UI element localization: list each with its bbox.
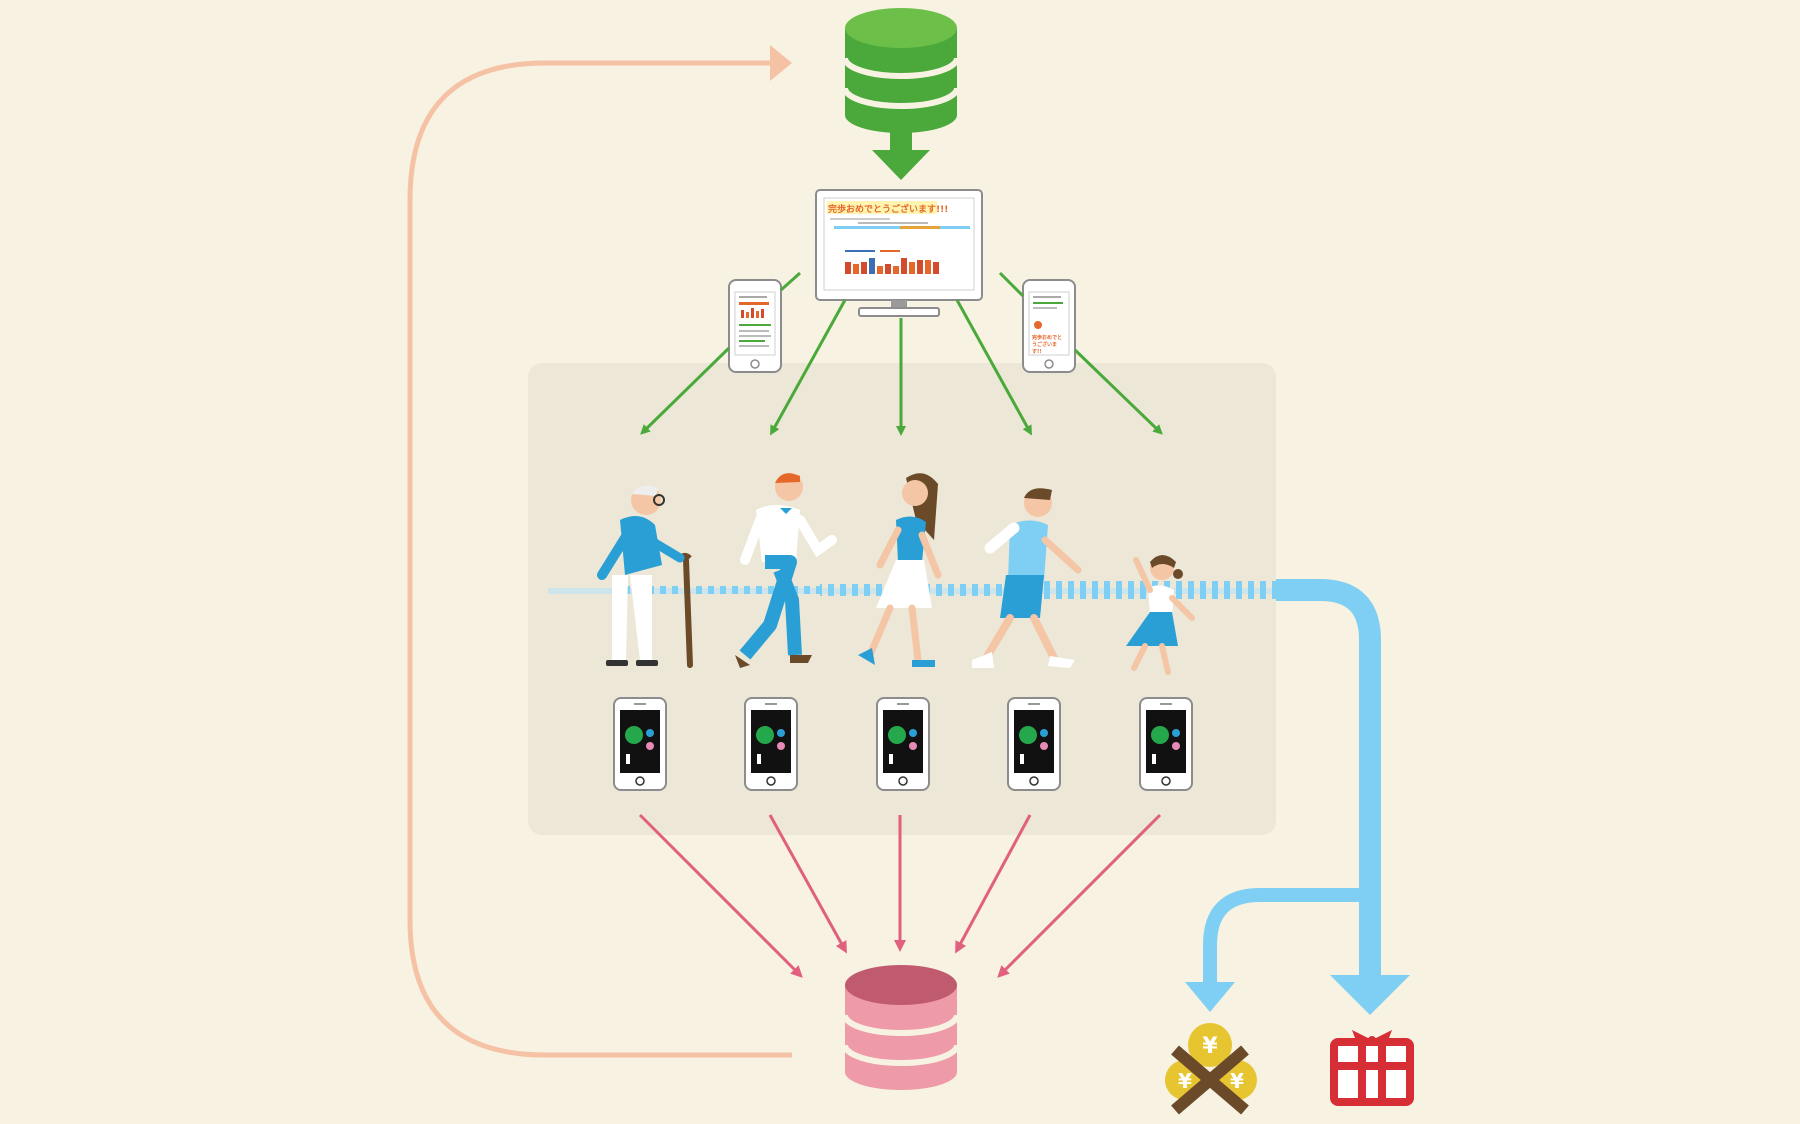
feedback-loop-arrow <box>407 60 792 1058</box>
upload-arrows <box>638 813 1162 978</box>
walker-elderly-man <box>597 485 693 668</box>
pink-database-icon <box>842 965 960 1090</box>
monitor-title: 完歩おめでとうございます!!! <box>828 203 948 215</box>
pedometer-phone-man <box>744 697 798 791</box>
phone-message-line-3: す!! <box>1032 349 1042 355</box>
pedometer-phone-woman <box>876 697 930 791</box>
walker-boy <box>972 488 1082 668</box>
pedometer-phone-girl <box>1139 697 1193 791</box>
feedback-loop-arrowhead <box>770 45 792 81</box>
walker-girl <box>1126 555 1195 675</box>
phone-message-line-1: 完歩おめでと <box>1032 334 1062 341</box>
green-database-icon <box>842 8 960 133</box>
phone-report-left <box>728 279 782 373</box>
pedometer-phone-elderly <box>613 697 667 791</box>
reward-flow-arrowhead <box>1330 975 1410 1015</box>
yen-symbol-3: ¥ <box>1230 1069 1244 1093</box>
branch-arrow <box>1203 888 1370 985</box>
crossed-yen-coins-icon: ¥ ¥ ¥ <box>1165 1023 1257 1115</box>
pedometer-phone-boy <box>1007 697 1061 791</box>
distribution-arrow <box>872 118 930 180</box>
walker-man <box>735 473 837 668</box>
reward-flow-arrow <box>1276 579 1381 990</box>
phone-message-right: 完歩おめでと うございま す!! <box>1022 279 1076 373</box>
yen-symbol-1: ¥ <box>1202 1034 1218 1059</box>
phone-message-line-2: うございま <box>1032 341 1057 348</box>
distribution-arrows <box>640 271 1163 436</box>
walker-woman <box>858 473 942 667</box>
monitor-screen: 完歩おめでとうございます!!! <box>815 189 983 317</box>
gift-icon <box>1330 1030 1414 1106</box>
pedometer-phones <box>613 697 1193 791</box>
yen-symbol-2: ¥ <box>1178 1069 1192 1093</box>
branch-arrowhead <box>1185 982 1235 1012</box>
